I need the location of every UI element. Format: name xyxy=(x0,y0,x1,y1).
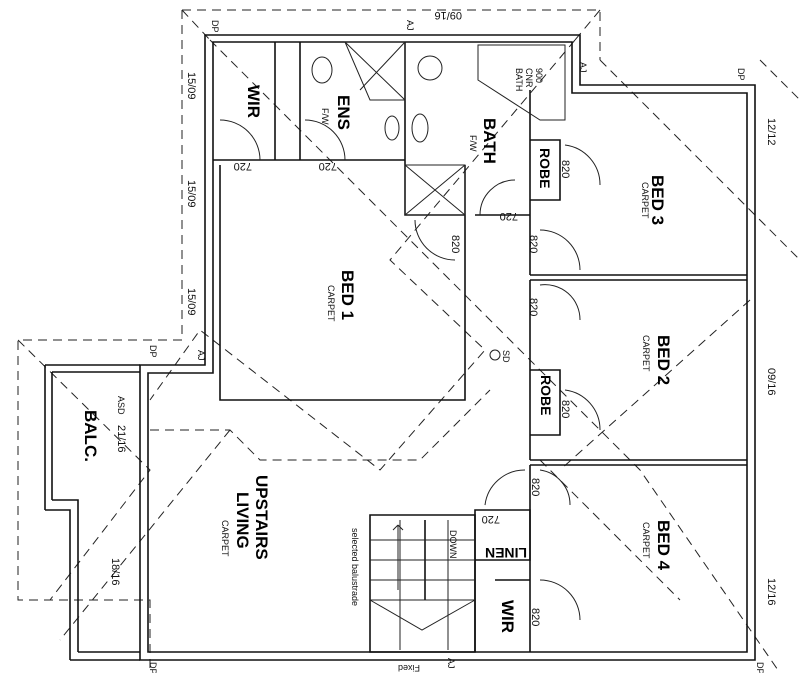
window-code: 21/16 xyxy=(115,425,127,453)
room-label-wir-master: WIR xyxy=(244,85,263,118)
markers: DP DP DP DP DP AJ AJ AJ AJ SD DOWN selec… xyxy=(148,20,765,673)
articulation-joint-label: AJ xyxy=(578,62,588,73)
window-code: 15/09 xyxy=(185,72,197,100)
articulation-joint-label: AJ xyxy=(196,350,206,361)
articulation-joint-label: AJ xyxy=(446,658,456,669)
window-codes: 09/16 15/09 15/09 15/09 12/12 09/16 12/1… xyxy=(109,9,777,673)
floor-waste-label: F/W xyxy=(320,108,330,125)
external-walls xyxy=(44,34,756,661)
corner-bath-label: 900 xyxy=(534,68,544,83)
toilet-icon xyxy=(311,56,333,84)
downpipe-label: DP xyxy=(755,662,765,673)
basin-icon xyxy=(411,113,429,143)
door-size: 720 xyxy=(319,160,337,172)
window-code: 15/09 xyxy=(185,288,197,316)
internal-walls xyxy=(213,41,747,653)
asd-label: ASD xyxy=(116,396,126,415)
door-sizes: 720 720 720 820 820 820 820 820 820 720 … xyxy=(234,160,571,626)
corner-bath-label: CNR xyxy=(524,68,534,88)
room-label-living: LIVING xyxy=(233,492,252,549)
window-code: 18/16 xyxy=(109,558,121,586)
door-size: 820 xyxy=(527,235,539,253)
downpipe-label: DP xyxy=(210,20,220,33)
window-code: 15/09 xyxy=(185,180,197,208)
door-size: 820 xyxy=(527,298,539,316)
room-label-robe-bed3: ROBE xyxy=(537,148,553,188)
window-code: 12/16 xyxy=(765,578,777,606)
floor-finish-label: CARPET xyxy=(640,182,650,219)
door-size: 720 xyxy=(500,210,518,222)
window-code: 09/16 xyxy=(434,9,462,21)
room-label-wir-bed4: WIR xyxy=(498,600,517,633)
corner-bath-label: BATH xyxy=(514,68,524,91)
floor-finish-label: CARPET xyxy=(641,335,651,372)
room-label-bed2: BED 2 xyxy=(654,335,673,385)
smoke-detector-label: SD xyxy=(501,350,511,363)
window-code: 12/12 xyxy=(765,118,777,146)
articulation-joint-label: AJ xyxy=(405,20,415,31)
window-code: 09/16 xyxy=(765,368,777,396)
door-size: 820 xyxy=(529,478,541,496)
room-label-living: UPSTAIRS xyxy=(252,475,271,560)
room-label-bed4: BED 4 xyxy=(654,520,673,571)
floor-finish-label: CARPET xyxy=(326,285,336,322)
smoke-detector-icon xyxy=(489,349,501,361)
room-label-ensuite: ENS xyxy=(334,95,353,130)
room-label-bed1: BED 1 xyxy=(338,270,357,320)
fixtures xyxy=(311,55,501,361)
door-swings xyxy=(219,119,601,621)
downpipe-label: DP xyxy=(736,68,746,81)
room-labels: WIR ENS F/W BATH F/W 900 CNR BATH ROBE B… xyxy=(81,68,673,633)
stairs-down-label: DOWN xyxy=(448,530,458,559)
room-label-robe-bed2: ROBE xyxy=(538,375,554,415)
room-label-bed3: BED 3 xyxy=(648,175,667,225)
downpipe-label: DP xyxy=(148,345,158,358)
room-label-linen: LINEN xyxy=(485,545,527,561)
stairs-arrow-icon xyxy=(392,524,404,590)
room-label-balcony: BALC. xyxy=(81,410,100,462)
door-size: 720 xyxy=(482,513,500,525)
roof-outline xyxy=(17,9,800,673)
downpipe-label: DP xyxy=(148,662,158,673)
window-code: Fixed xyxy=(398,663,420,673)
floor-waste-label: F/W xyxy=(468,135,478,152)
basin-icon xyxy=(384,115,400,141)
door-size: 720 xyxy=(234,160,252,172)
door-size: 820 xyxy=(529,608,541,626)
floor-finish-label: CARPET xyxy=(220,520,230,557)
door-size: 820 xyxy=(559,160,571,178)
balustrade-label: selected balustrade xyxy=(350,528,360,606)
floor-finish-label: CARPET xyxy=(641,522,651,559)
door-size: 820 xyxy=(559,400,571,418)
door-size: 820 xyxy=(449,235,461,253)
room-label-bath: BATH xyxy=(480,118,499,164)
toilet-icon xyxy=(417,55,443,81)
